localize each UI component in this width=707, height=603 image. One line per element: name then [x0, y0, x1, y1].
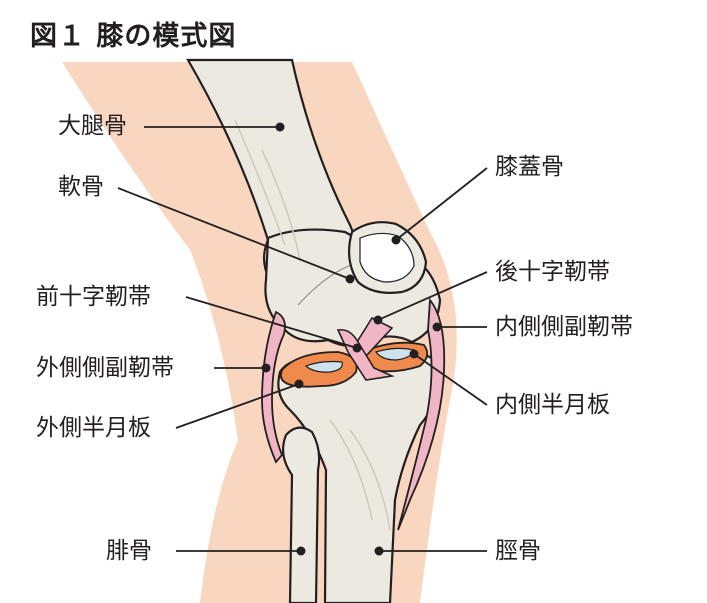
dot-acl	[352, 343, 362, 353]
leader-medial-meniscus	[413, 353, 488, 406]
tibia-texture	[329, 419, 391, 531]
label-fibula: 腓骨	[106, 538, 152, 564]
leader-cartilage	[117, 187, 351, 280]
label-mcl: 内側側副靭帯	[495, 314, 633, 340]
dot-tibia	[374, 546, 384, 556]
dot-cartilage	[345, 274, 355, 284]
dot-medial-meniscus	[409, 349, 419, 359]
medial-meniscus-inner	[375, 347, 415, 361]
leader-lines	[117, 126, 488, 552]
leader-pcl	[377, 271, 488, 321]
lateral-collateral-ligament	[261, 310, 286, 464]
label-lateral-meniscus: 外側半月板	[36, 415, 151, 441]
dot-patella	[391, 235, 401, 245]
label-patella: 膝蓋骨	[495, 154, 564, 180]
label-cartilage: 軟骨	[58, 174, 104, 200]
anterior-cruciate-ligament	[336, 328, 395, 381]
dot-lcl	[261, 363, 271, 373]
medial-collateral-ligament	[397, 297, 446, 531]
label-femur: 大腿骨	[58, 113, 127, 139]
patella-inner	[359, 232, 415, 283]
dot-lateral-meniscus	[294, 379, 304, 389]
leader-lateral-meniscus	[175, 383, 300, 429]
label-acl: 前十字靭帯	[36, 284, 151, 310]
dot-pcl	[373, 315, 383, 325]
dot-fibula	[296, 546, 306, 556]
leader-dots	[261, 122, 442, 556]
label-tibia: 脛骨	[495, 538, 541, 564]
label-medial-meniscus: 内側半月板	[495, 392, 610, 418]
dot-femur	[275, 122, 285, 132]
label-lcl: 外側側副靭帯	[36, 355, 174, 381]
label-pcl: 後十字靭帯	[495, 259, 610, 285]
dot-mcl	[432, 322, 442, 332]
figure-title: 図１ 膝の模式図	[30, 21, 237, 52]
femur-texture	[234, 119, 301, 261]
fibula-bone	[281, 426, 321, 603]
leader-acl	[185, 296, 358, 349]
lateral-meniscus-inner	[304, 360, 343, 373]
leader-patella	[395, 167, 488, 241]
